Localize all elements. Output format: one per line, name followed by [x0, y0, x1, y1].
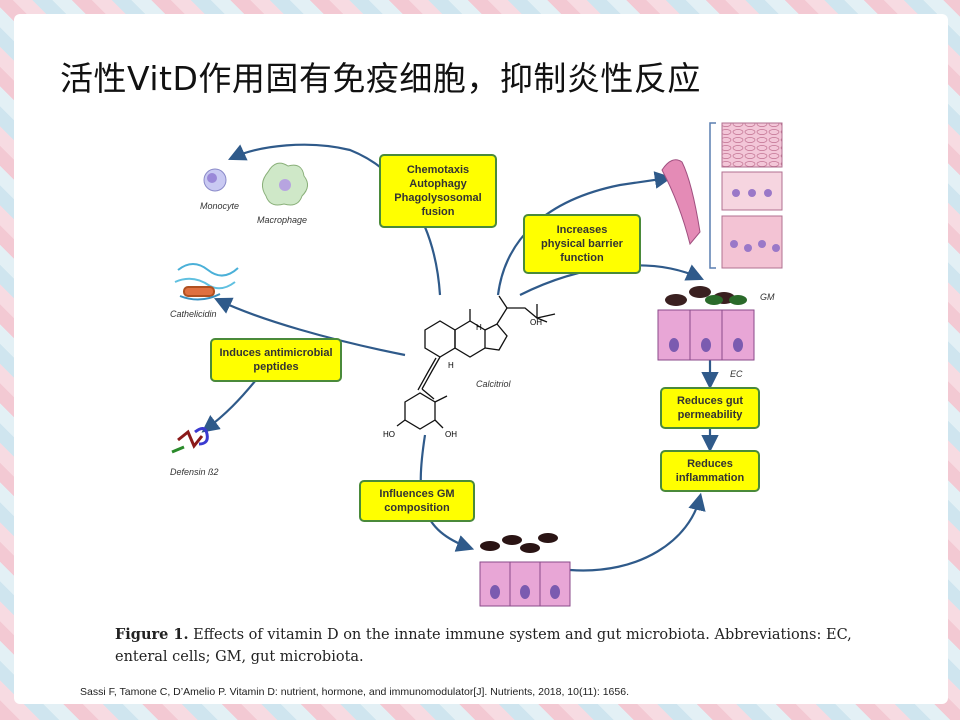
box-antimicrobial: Induces antimicrobial peptides — [210, 338, 342, 382]
oh-label-1: OH — [530, 318, 542, 327]
permeability-line-2: permeability — [677, 409, 743, 421]
gm-composition-line-2: composition — [384, 502, 450, 514]
barrier-line-2: physical barrier — [541, 238, 623, 250]
inflammation-line-1: Reduces — [687, 458, 733, 470]
caption-label: Figure 1. — [115, 626, 189, 643]
calcitriol-molecule — [396, 295, 556, 430]
oh-label-2: OH — [445, 430, 457, 439]
defensin-label: Defensin ß2 — [170, 467, 219, 477]
ec-label: EC — [730, 369, 743, 379]
slide-title: 活性VitD作用固有免疫细胞，抑制炎性反应 — [60, 59, 701, 98]
arrow-to-cathelicidin — [214, 297, 406, 357]
arrow-to-inflammation — [569, 492, 706, 572]
barrier-tissue — [661, 122, 783, 269]
autophagy-line: Autophagy — [409, 178, 467, 190]
macrophage-label: Macrophage — [257, 215, 308, 225]
cathelicidin-label: Cathelicidin — [170, 309, 217, 319]
h-label-2: H — [448, 361, 454, 370]
reference: Sassi F, Tamone C, D’Amelio P. Vitamin D… — [80, 686, 629, 698]
chemotaxis-line: Chemotaxis — [406, 164, 470, 176]
gm-bottom-cells — [479, 533, 571, 607]
antimicrobial-line-1: Induces antimicrobial — [219, 347, 333, 359]
box-inflammation: Reduces inflammation — [660, 450, 760, 492]
antimicrobial-line-2: peptides — [253, 361, 299, 373]
box-permeability: Reduces gut permeability — [660, 387, 760, 429]
permeability-line-1: Reduces gut — [676, 395, 743, 407]
box-chemotaxis: Chemotaxis Autophagy Phagolysosomal fusi… — [379, 154, 497, 228]
ho-label: HO — [383, 430, 395, 439]
figure-caption: Figure 1. Effects of vitamin D on the in… — [115, 624, 855, 668]
gm-top-cells — [657, 286, 755, 361]
macrophage-cell — [262, 162, 308, 206]
defensin-structure — [171, 427, 209, 454]
barrier-line-1: Increases — [556, 224, 608, 236]
gm-label: GM — [760, 292, 775, 302]
monocyte-cell — [203, 168, 227, 192]
monocyte-label: Monocyte — [200, 201, 240, 211]
phagolysosomal-line: Phagolysosomal — [394, 192, 482, 204]
inflammation-line-2: inflammation — [675, 472, 745, 484]
h-label-1: H — [476, 323, 482, 332]
box-barrier: Increases physical barrier function — [523, 214, 641, 274]
caption-text: Effects of vitamin D on the innate immun… — [115, 627, 852, 665]
barrier-line-3: function — [560, 252, 604, 264]
gm-composition-line-1: Influences GM — [379, 488, 455, 500]
arrow-to-monocyte — [228, 143, 442, 296]
fusion-line: fusion — [421, 206, 455, 218]
calcitriol-label: Calcitriol — [476, 379, 511, 389]
cathelicidin-structure — [174, 263, 239, 301]
arrow-to-defensin — [201, 374, 261, 433]
box-gm-composition: Influences GM composition — [359, 480, 475, 522]
arrow-to-barrier — [496, 171, 673, 296]
